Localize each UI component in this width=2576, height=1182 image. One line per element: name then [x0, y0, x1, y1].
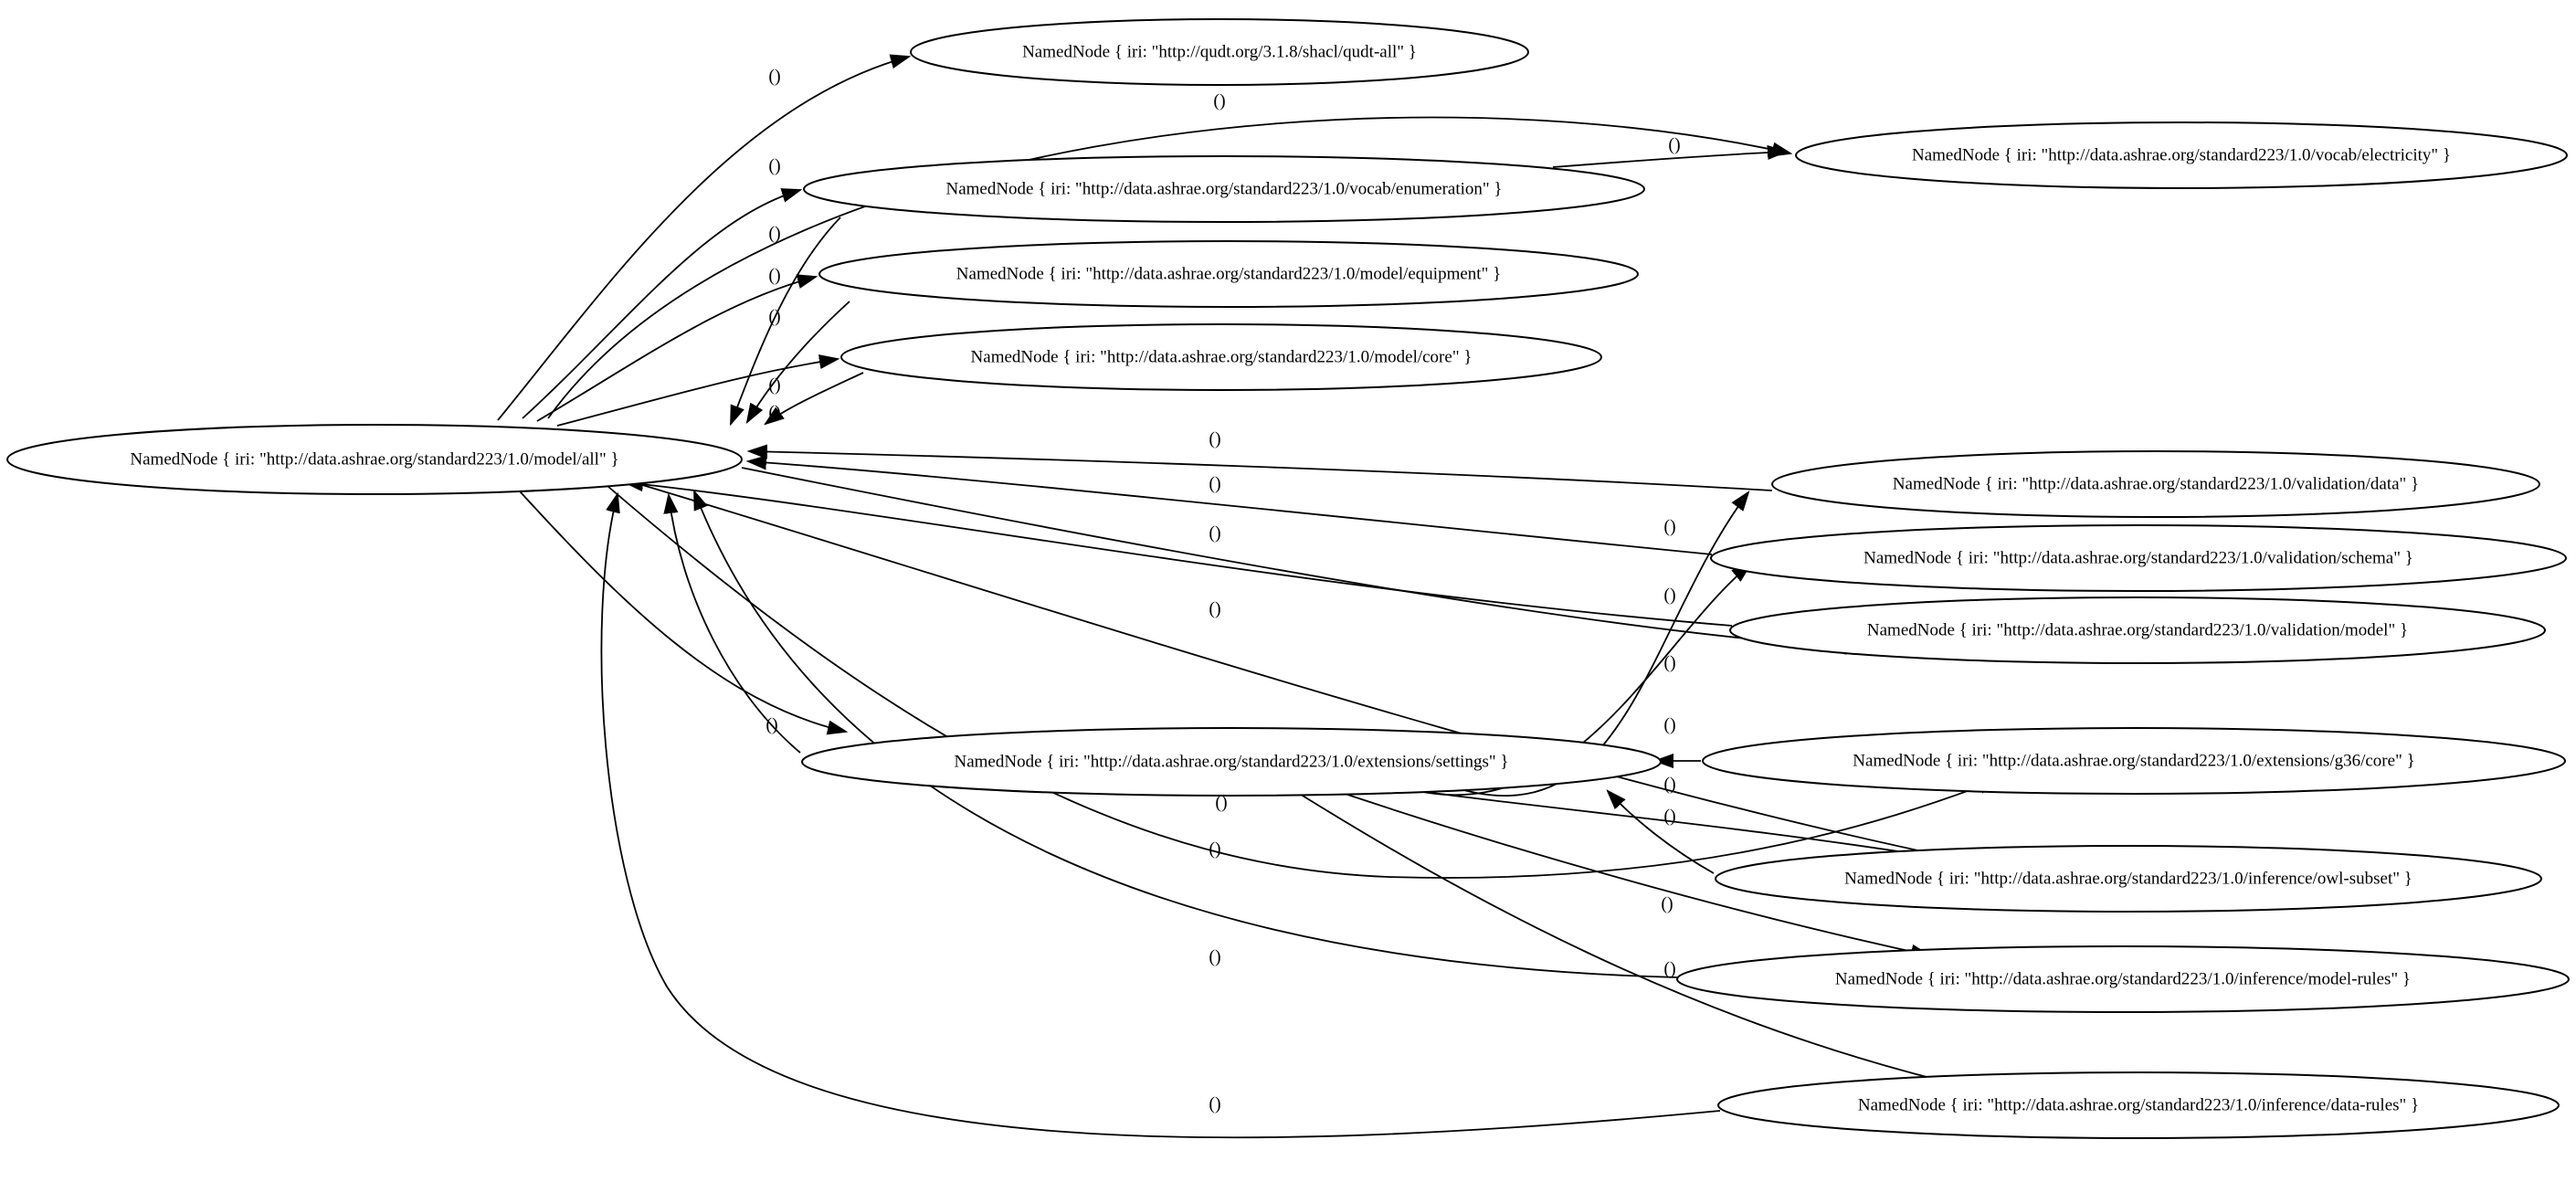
edge-ext-settings-to-model-all [669, 495, 801, 754]
edge-label-inf-owl-subset-to-ext-settings: () [1663, 807, 1675, 827]
edge-model-core-to-model-all [765, 372, 864, 424]
edge-label-model-all-to-vocab-enumeration: () [768, 156, 780, 176]
edge-label-inf-data-rules-to-model-all: () [1209, 1094, 1220, 1114]
edge-label-ext-settings-to-validation-schema: () [1663, 586, 1675, 606]
node-label-model-equipment: NamedNode { iri: "http://data.ashrae.org… [956, 264, 1501, 283]
graph-node-vocab-enumeration: NamedNode { iri: "http://data.ashrae.org… [803, 155, 1645, 223]
graph-node-vocab-electricity: NamedNode { iri: "http://data.ashrae.org… [1795, 121, 2568, 189]
node-label-model-core: NamedNode { iri: "http://data.ashrae.org… [971, 347, 1473, 366]
edge-label-model-all-to-validation-model: () [1663, 653, 1675, 673]
node-ellipse-ext-settings [801, 727, 1662, 797]
edge-ext-settings-to-inf-model-rules [1314, 783, 1929, 955]
node-ellipse-inf-owl-subset [1715, 845, 2542, 913]
node-ellipse-model-equipment [818, 240, 1639, 308]
edge-model-all-to-qudt-all [497, 57, 909, 421]
node-label-model-all: NamedNode { iri: "http://data.ashrae.org… [130, 449, 618, 469]
edge-label-model-all-to-vocab-electricity: () [1213, 91, 1225, 111]
edge-label-model-all-to-model-core: () [768, 266, 780, 286]
edge-label-model-all-to-model-equipment: () [768, 224, 780, 244]
graph-node-qudt-all: NamedNode { iri: "http://qudt.org/3.1.8/… [910, 18, 1529, 86]
edge-label-model-all-to-qudt-all: () [768, 67, 780, 87]
node-ellipse-ext-g36-core [1702, 727, 2566, 795]
node-label-inf-data-rules: NamedNode { iri: "http://data.ashrae.org… [1858, 1095, 2419, 1114]
edge-model-all-to-inf-owl-subset [639, 483, 1966, 860]
node-ellipse-inf-data-rules [1717, 1071, 2560, 1139]
edge-vocab-enumeration-to-model-all [731, 216, 841, 424]
graph-node-model-equipment: NamedNode { iri: "http://data.ashrae.org… [818, 240, 1639, 308]
edge-ext-settings-to-validation-data [1442, 492, 1748, 797]
graph-node-inf-model-rules: NamedNode { iri: "http://data.ashrae.org… [1676, 945, 2570, 1013]
node-ellipse-model-core [840, 323, 1602, 391]
edge-model-all-to-vocab-enumeration [522, 190, 800, 419]
edge-label-validation-model-to-model-all: () [1209, 523, 1220, 544]
edge-label-ext-settings-to-validation-data: () [1663, 517, 1675, 537]
graph-node-validation-data: NamedNode { iri: "http://data.ashrae.org… [1771, 450, 2540, 518]
edge-label-ext-g36-core-to-ext-settings: () [1663, 715, 1675, 735]
edge-labels-layer: () () () () () () () () () () () () () () () () () () () ()… [765, 67, 1680, 1114]
edge-model-all-to-ext-g36-core [607, 485, 1997, 879]
edge-validation-model-to-model-all [625, 482, 1733, 627]
graph-node-inf-data-rules: NamedNode { iri: "http://data.ashrae.org… [1717, 1071, 2560, 1139]
edge-model-equipment-to-model-all [747, 301, 850, 422]
edge-label-ext-settings-to-inf-owl-subset: () [1663, 775, 1675, 795]
graph-node-validation-schema: NamedNode { iri: "http://data.ashrae.org… [1710, 524, 2567, 592]
node-ellipse-validation-schema [1710, 524, 2567, 592]
edge-label-validation-schema-to-model-all: () [1209, 474, 1220, 494]
node-label-ext-settings: NamedNode { iri: "http://data.ashrae.org… [955, 752, 1509, 771]
edge-label-vocab-enumeration-to-vocab-electricity: () [1668, 135, 1680, 155]
edge-inf-model-rules-to-model-all [694, 491, 1678, 978]
edge-inf-data-rules-to-model-all [600, 494, 1721, 1139]
node-ellipse-qudt-all [910, 18, 1529, 86]
edge-model-all-to-vocab-electricity [547, 116, 1790, 419]
edge-validation-data-to-model-all [749, 451, 1773, 491]
nodes-layer: NamedNode { iri: "http://qudt.org/3.1.8/… [6, 18, 2570, 1139]
edge-model-all-to-ext-settings [511, 481, 846, 732]
edge-label-model-equipment-to-model-all: () [768, 375, 780, 396]
node-label-validation-schema: NamedNode { iri: "http://data.ashrae.org… [1863, 548, 2413, 567]
edge-label-ext-settings-to-inf-data-rules: () [1663, 959, 1675, 979]
node-ellipse-vocab-enumeration [803, 155, 1645, 223]
graph-node-ext-g36-core: NamedNode { iri: "http://data.ashrae.org… [1702, 727, 2566, 795]
node-label-ext-g36-core: NamedNode { iri: "http://data.ashrae.org… [1853, 751, 2414, 770]
edges-layer [497, 57, 1997, 1139]
edge-ext-settings-to-inf-data-rules [1283, 783, 1975, 1089]
node-ellipse-inf-model-rules [1676, 945, 2570, 1013]
node-ellipse-validation-model [1729, 596, 2546, 664]
node-label-validation-model: NamedNode { iri: "http://data.ashrae.org… [1867, 620, 2408, 639]
node-label-qudt-all: NamedNode { iri: "http://qudt.org/3.1.8/… [1022, 42, 1417, 61]
edge-model-all-to-model-equipment [536, 277, 816, 422]
node-label-inf-model-rules: NamedNode { iri: "http://data.ashrae.org… [1835, 969, 2411, 988]
graph-node-validation-model: NamedNode { iri: "http://data.ashrae.org… [1729, 596, 2546, 664]
edge-label-model-all-to-ext-g36-core: () [1209, 839, 1220, 860]
edge-vocab-enumeration-to-vocab-electricity [1552, 152, 1786, 168]
edge-validation-schema-to-model-all [748, 461, 1713, 555]
node-ellipse-model-all [6, 424, 743, 495]
edge-label-inf-model-rules-to-model-all: () [1209, 947, 1220, 967]
graph-node-inf-owl-subset: NamedNode { iri: "http://data.ashrae.org… [1715, 845, 2542, 913]
graph-node-ext-settings: NamedNode { iri: "http://data.ashrae.org… [801, 727, 1662, 797]
edge-label-model-all-to-ext-settings: () [765, 715, 777, 735]
graph-node-model-all: NamedNode { iri: "http://data.ashrae.org… [6, 424, 743, 495]
node-label-vocab-enumeration: NamedNode { iri: "http://data.ashrae.org… [945, 179, 1502, 198]
edge-label-model-core-to-model-all: () [768, 403, 780, 423]
edge-label-ext-settings-to-model-all: () [1215, 793, 1227, 813]
edge-model-all-to-model-core [556, 359, 838, 427]
edge-model-all-to-validation-model [741, 467, 1863, 649]
edge-label-vocab-enumeration-to-model-all: () [768, 307, 780, 327]
edge-label-model-all-to-inf-owl-subset: () [1209, 599, 1220, 619]
edge-label-validation-data-to-model-all: () [1209, 429, 1220, 449]
graph-node-model-core: NamedNode { iri: "http://data.ashrae.org… [840, 323, 1602, 391]
node-ellipse-vocab-electricity [1795, 121, 2568, 189]
node-ellipse-validation-data [1771, 450, 2540, 518]
edge-inf-owl-subset-to-ext-settings [1608, 791, 1715, 874]
node-label-validation-data: NamedNode { iri: "http://data.ashrae.org… [1893, 474, 2419, 493]
edge-label-ext-settings-to-inf-model-rules: () [1661, 894, 1673, 914]
node-label-vocab-electricity: NamedNode { iri: "http://data.ashrae.org… [1912, 145, 2451, 164]
node-label-inf-owl-subset: NamedNode { iri: "http://data.ashrae.org… [1844, 869, 2412, 888]
edge-ext-settings-to-validation-schema [1397, 565, 1750, 797]
